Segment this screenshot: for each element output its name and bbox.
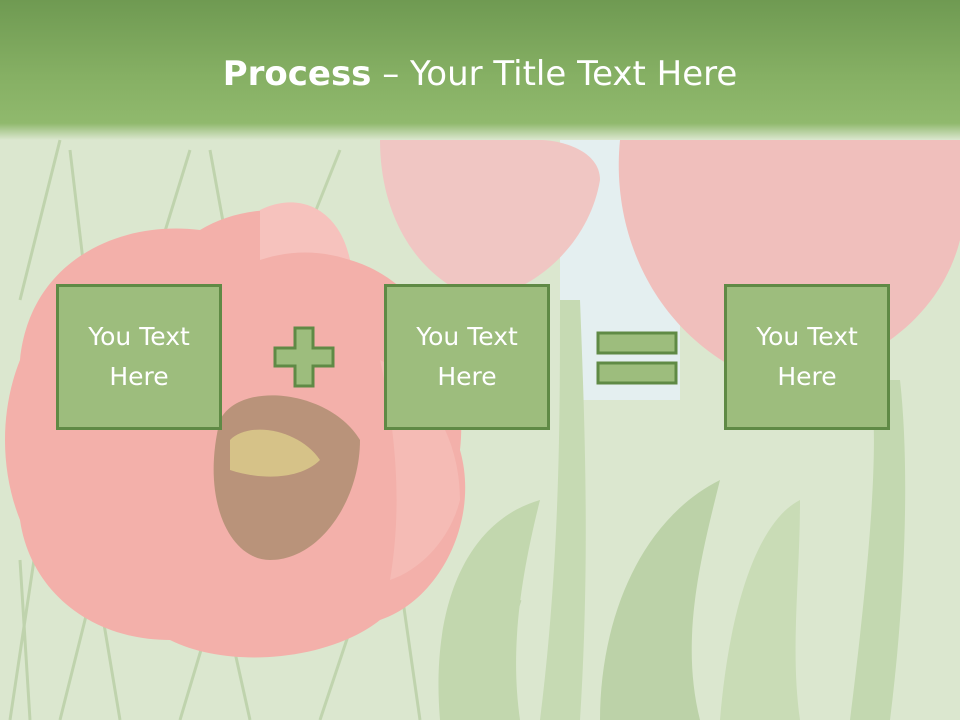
slide-title: Process – Your Title Text Here xyxy=(0,52,960,96)
text-box-3[interactable]: You Text Here xyxy=(724,284,890,430)
title-rest: – Your Title Text Here xyxy=(371,54,738,94)
text-box-2[interactable]: You Text Here xyxy=(384,284,550,430)
title-band xyxy=(0,0,960,140)
text-box-1-label: You Text Here xyxy=(88,322,190,391)
equals-icon xyxy=(596,331,678,385)
title-bold: Process xyxy=(222,54,372,94)
text-box-1[interactable]: You Text Here xyxy=(56,284,222,430)
plus-icon xyxy=(273,326,335,388)
text-box-2-label: You Text Here xyxy=(416,322,518,391)
text-box-3-label: You Text Here xyxy=(756,322,858,391)
